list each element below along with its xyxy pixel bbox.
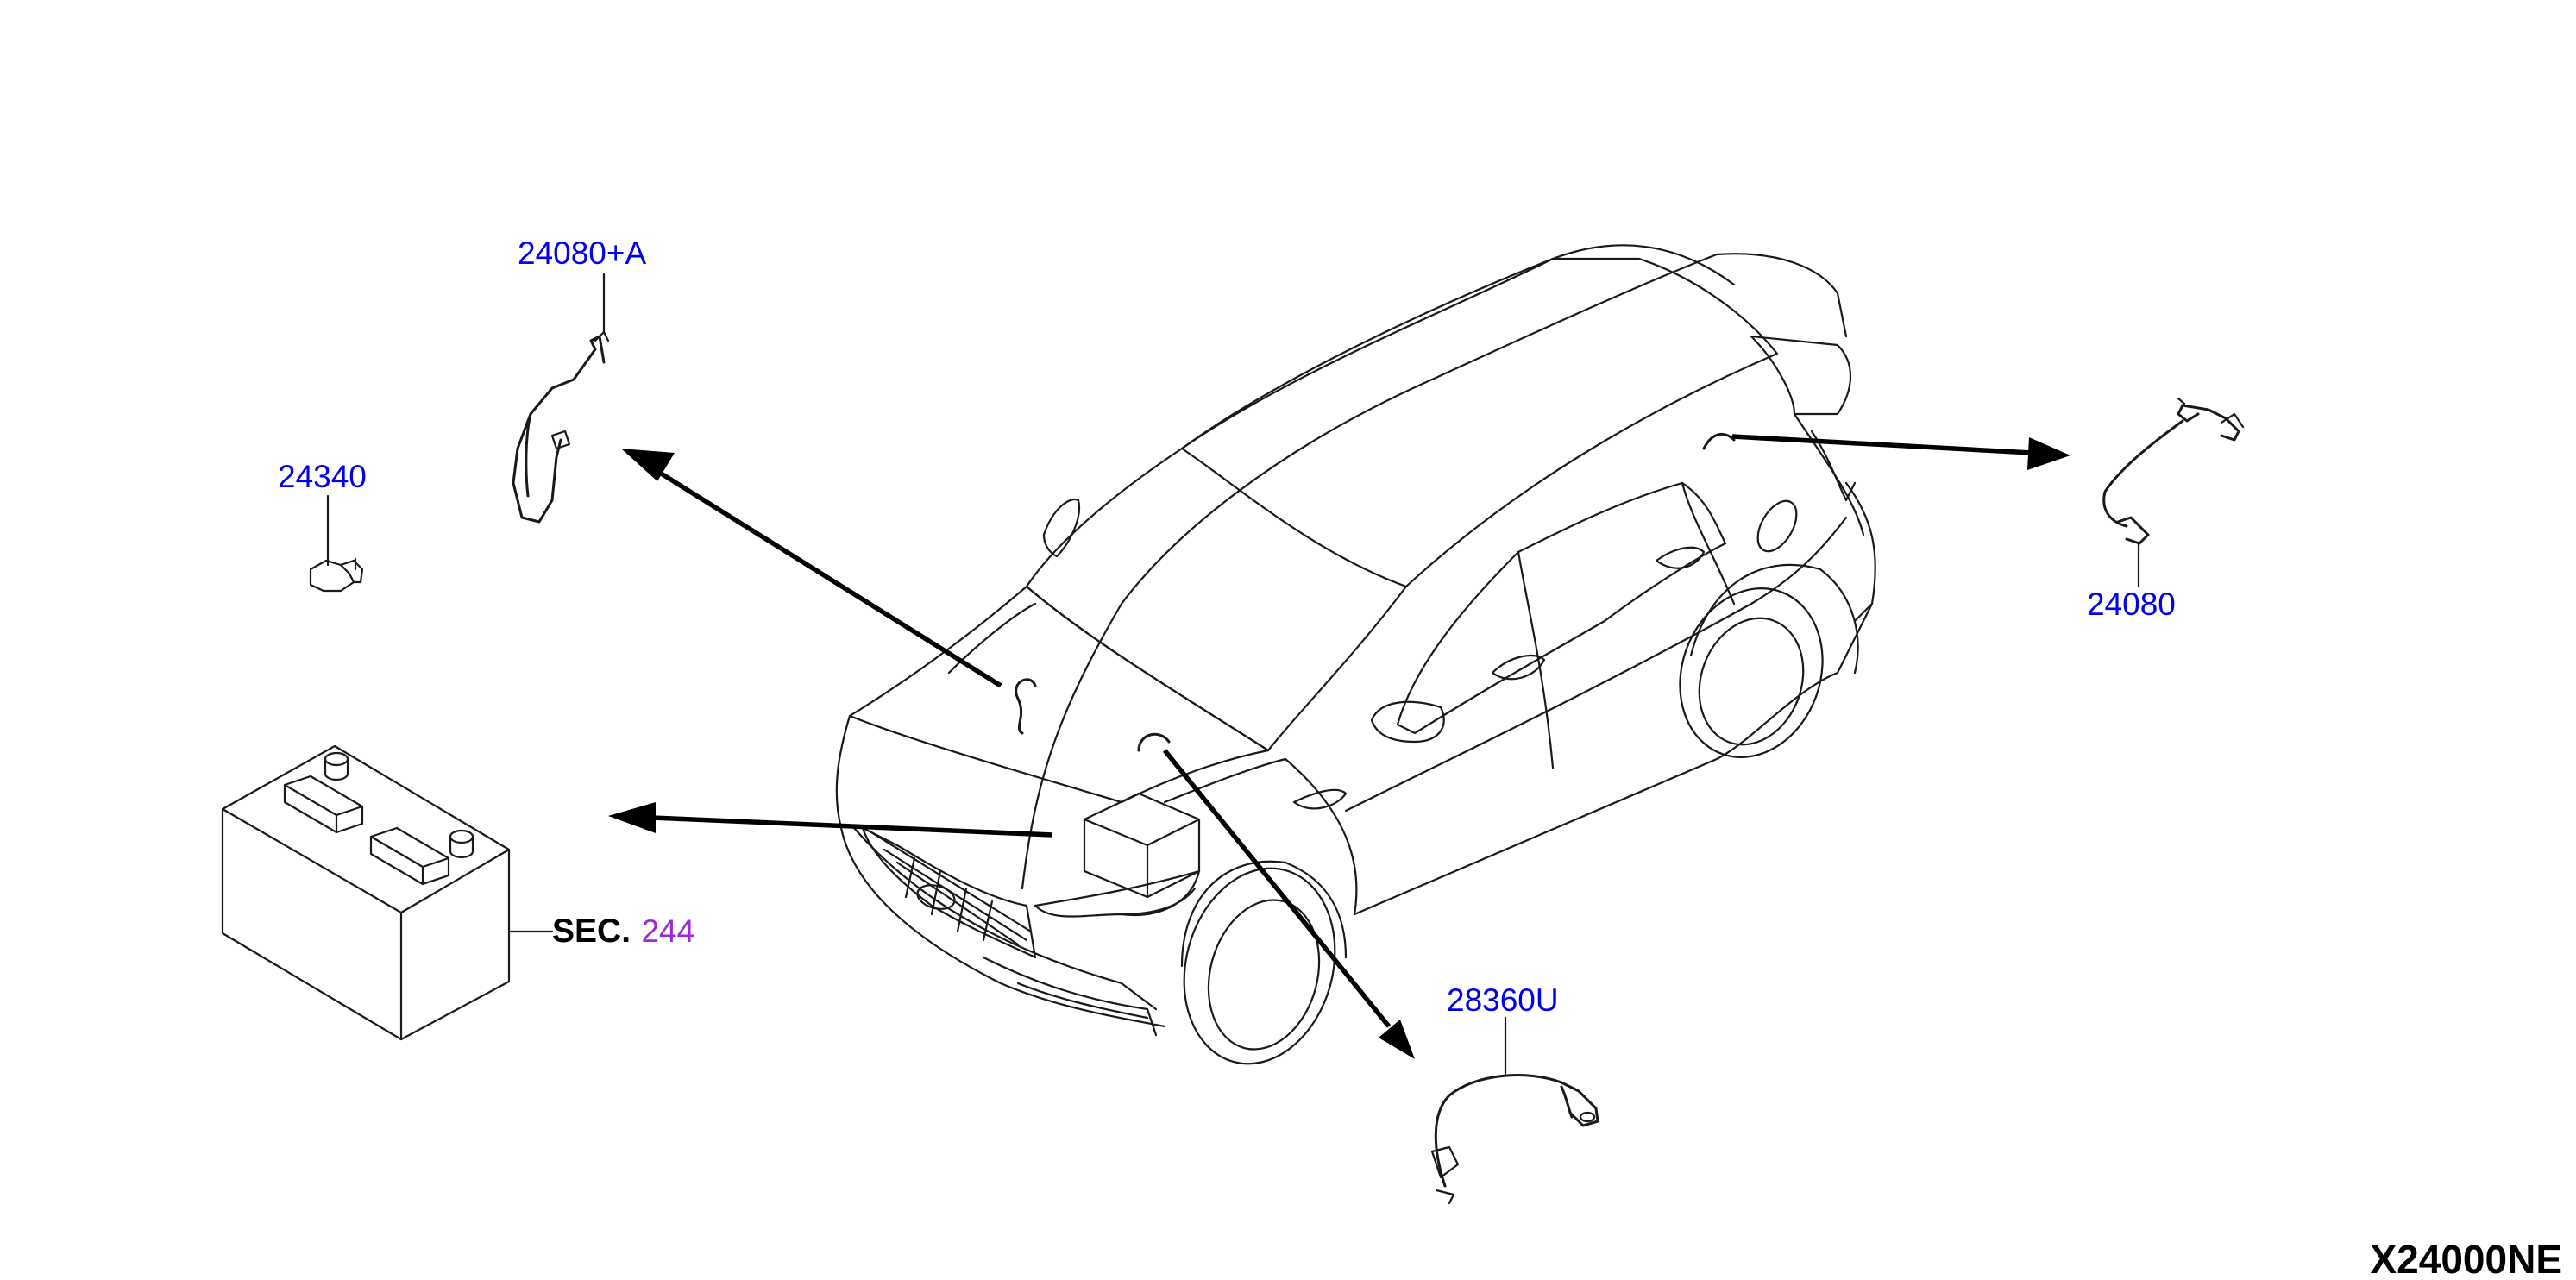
rear-cable-part	[2102, 397, 2245, 588]
part-link-24080[interactable]: 24080	[2087, 587, 2176, 622]
vehicle-drawing	[835, 244, 1876, 1065]
callout-arrows	[608, 434, 2070, 1059]
ground-cable-part	[1430, 1016, 1599, 1205]
front-cable-part	[512, 273, 610, 524]
section-prefix: SEC.	[552, 913, 631, 950]
part-link-28360u[interactable]: 28360U	[1447, 982, 1559, 1018]
terminal-part	[309, 494, 364, 593]
part-link-24080a[interactable]: 24080+A	[518, 235, 646, 271]
part-link-24340[interactable]: 24340	[278, 459, 367, 494]
section-ref: SEC. 244	[552, 913, 694, 950]
section-link-244[interactable]: 244	[641, 913, 694, 949]
diagram-code: X24000NE	[2371, 1237, 2563, 1280]
battery-part	[221, 744, 554, 1041]
